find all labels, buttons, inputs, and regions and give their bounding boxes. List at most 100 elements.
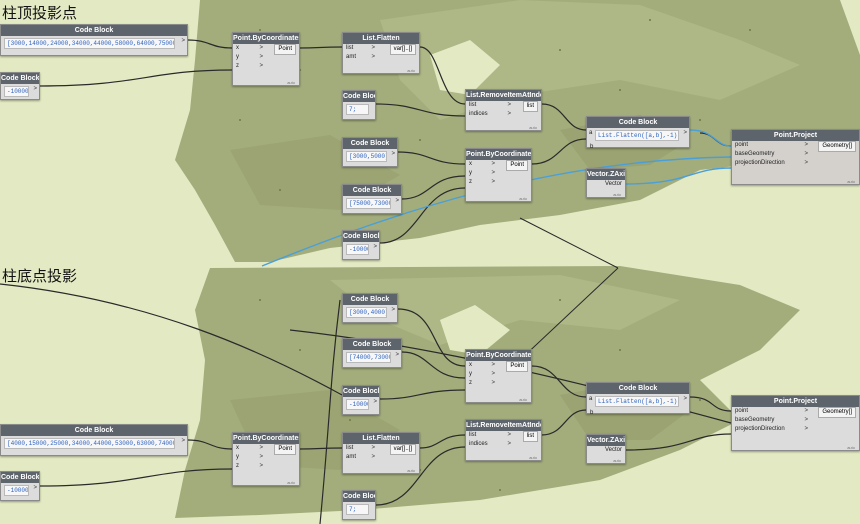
input-port-point[interactable]: point> [735, 142, 808, 148]
code-block-node-z-bottom[interactable]: Code Block -10000; > [0, 471, 40, 501]
code-block-node-x-values-top[interactable]: Code Block [3000,14000,24000,34000,44000… [0, 24, 188, 56]
output-port-vector[interactable]: Vector [604, 447, 622, 453]
output-port-geometry[interactable]: Geometry[] [818, 407, 856, 418]
input-port-list[interactable]: list> [346, 45, 375, 51]
code-block-text[interactable]: 7; [346, 104, 369, 115]
code-block-text[interactable]: -10000; [346, 244, 369, 255]
input-port-z[interactable]: z> [236, 463, 263, 469]
input-port-y[interactable]: y> [236, 54, 263, 60]
input-port-x[interactable]: x> [236, 445, 263, 451]
code-block-node-y-range-top[interactable]: Code Block [75000,73000]; > [342, 184, 402, 214]
output-port-point[interactable]: Point [506, 361, 528, 372]
code-block-text[interactable]: -10000; [4, 485, 29, 496]
code-block-text[interactable]: [74000,73000]; [346, 352, 391, 363]
input-port-projection-direction[interactable]: projectionDirection> [735, 160, 808, 166]
vector-zaxis-node-top[interactable]: Vector.ZAxis Vector auto [586, 168, 626, 198]
output-port-list[interactable]: list [522, 101, 538, 112]
code-block-node-z-top[interactable]: Code Block -10000; > [0, 72, 40, 100]
output-arrow-icon[interactable]: > [181, 438, 185, 444]
output-arrow-icon[interactable]: > [373, 399, 377, 405]
output-port-geometry[interactable]: Geometry[] [818, 141, 856, 152]
code-block-text[interactable]: [3000,4000]; [346, 307, 387, 318]
node-title: Code Block [343, 138, 397, 149]
input-port-a[interactable]: a [589, 130, 593, 136]
code-block-node-flatten-top[interactable]: Code Block a List.Flatten([a,b],-1); > b [586, 116, 690, 150]
code-block-node-index-top[interactable]: Code Block 7; [342, 90, 376, 120]
output-port-point[interactable]: Point [506, 160, 528, 171]
input-port-b[interactable]: b [590, 410, 594, 416]
point-project-node-top[interactable]: Point.Project point> baseGeometry> proje… [731, 129, 860, 185]
input-port-x[interactable]: x> [469, 362, 495, 368]
node-title: Code Block [343, 231, 379, 242]
output-port-list[interactable]: list [522, 431, 538, 442]
code-block-node-x-range-top[interactable]: Code Block [3000,5000]; > [342, 137, 398, 167]
input-port-x[interactable]: x> [236, 45, 263, 51]
code-block-text[interactable]: [4000,15000,25000,34000,44000,53000,6300… [4, 438, 175, 449]
output-arrow-icon[interactable]: > [391, 151, 395, 157]
output-arrow-icon[interactable]: > [33, 86, 37, 92]
point-by-coordinates-node-bottom-2[interactable]: Point.ByCoordinates x> y> z> Point auto [465, 349, 532, 403]
point-project-node-bottom[interactable]: Point.Project point> baseGeometry> proje… [731, 395, 860, 451]
list-remove-item-at-index-node-bottom[interactable]: List.RemoveItemAtIndex list> indices> li… [465, 419, 542, 461]
lacing-indicator: auto [407, 68, 415, 73]
input-port-list[interactable]: list> [469, 102, 511, 108]
input-port-y[interactable]: y> [469, 371, 495, 377]
input-port-point[interactable]: point> [735, 408, 808, 414]
section-title-top: 柱顶投影点 [2, 4, 78, 22]
code-block-node-z2-bottom[interactable]: Code Block -10000; > [342, 385, 380, 415]
output-arrow-icon[interactable]: > [33, 485, 37, 491]
code-block-text[interactable]: -10000; [346, 399, 369, 410]
input-port-indices[interactable]: indices> [469, 111, 511, 117]
input-port-y[interactable]: y> [469, 170, 495, 176]
output-arrow-icon[interactable]: > [373, 244, 377, 250]
input-port-amt[interactable]: amt> [346, 454, 375, 460]
code-block-node-z2-top[interactable]: Code Block -10000; > [342, 230, 380, 260]
output-arrow-icon[interactable]: > [391, 307, 395, 313]
code-block-text[interactable]: List.Flatten([a,b],-1); [595, 130, 679, 141]
code-block-node-x-range-bottom[interactable]: Code Block [3000,4000]; > [342, 293, 398, 323]
input-port-y[interactable]: y> [236, 454, 263, 460]
input-port-base-geometry[interactable]: baseGeometry> [735, 151, 808, 157]
output-arrow-icon[interactable]: > [683, 396, 687, 402]
output-arrow-icon[interactable]: > [181, 38, 185, 44]
output-arrow-icon[interactable]: > [683, 130, 687, 136]
input-port-z[interactable]: z> [236, 63, 263, 69]
code-block-text[interactable]: [3000,14000,24000,34000,44000,58000,6400… [4, 38, 175, 49]
output-port-point[interactable]: Point [274, 44, 296, 55]
code-block-text[interactable]: -10000; [4, 86, 29, 97]
input-port-x[interactable]: x> [469, 161, 495, 167]
point-by-coordinates-node-top-2[interactable]: Point.ByCoordinates x> y> z> Point auto [465, 148, 532, 202]
point-by-coordinates-node-top-1[interactable]: Point.ByCoordinates x> y> z> Point auto [232, 32, 300, 86]
code-block-text[interactable]: [75000,73000]; [346, 198, 391, 209]
node-title: Point.Project [732, 130, 859, 141]
input-port-list[interactable]: list> [346, 445, 375, 451]
list-flatten-node-top[interactable]: List.Flatten list> amt> var[]..[] auto [342, 32, 420, 74]
input-port-b[interactable]: b [590, 144, 594, 150]
code-block-text[interactable]: List.Flatten([a,b],-1); [595, 396, 679, 407]
vector-zaxis-node-bottom[interactable]: Vector.ZAxis Vector auto [586, 434, 626, 464]
input-port-z[interactable]: z> [469, 179, 495, 185]
output-arrow-icon[interactable]: > [395, 198, 399, 204]
input-port-indices[interactable]: indices> [469, 441, 511, 447]
input-port-amt[interactable]: amt> [346, 54, 375, 60]
point-by-coordinates-node-bottom-1[interactable]: Point.ByCoordinates x> y> z> Point auto [232, 432, 300, 486]
output-port-point[interactable]: Point [274, 444, 296, 455]
input-port-list[interactable]: list> [469, 432, 511, 438]
output-arrow-icon[interactable]: > [395, 352, 399, 358]
input-port-z[interactable]: z> [469, 380, 495, 386]
list-remove-item-at-index-node-top[interactable]: List.RemoveItemAtIndex list> indices> li… [465, 89, 542, 131]
list-flatten-node-bottom[interactable]: List.Flatten list> amt> var[]..[] auto [342, 432, 420, 474]
output-port-var[interactable]: var[]..[] [389, 44, 416, 55]
input-port-base-geometry[interactable]: baseGeometry> [735, 417, 808, 423]
code-block-node-x-values-bottom[interactable]: Code Block [4000,15000,25000,34000,44000… [0, 424, 188, 456]
code-block-text[interactable]: 7; [346, 504, 369, 515]
code-block-text[interactable]: [3000,5000]; [346, 151, 387, 162]
code-block-node-index-bottom[interactable]: Code Block 7; [342, 490, 376, 520]
output-port-vector[interactable]: Vector [604, 181, 622, 187]
input-port-a[interactable]: a [589, 396, 593, 402]
output-port-var[interactable]: var[]..[] [389, 444, 416, 455]
code-block-node-flatten-bottom[interactable]: Code Block a List.Flatten([a,b],-1); > b [586, 382, 690, 416]
lacing-indicator: auto [613, 458, 621, 463]
input-port-projection-direction[interactable]: projectionDirection> [735, 426, 808, 432]
code-block-node-y-range-bottom[interactable]: Code Block [74000,73000]; > [342, 338, 402, 368]
